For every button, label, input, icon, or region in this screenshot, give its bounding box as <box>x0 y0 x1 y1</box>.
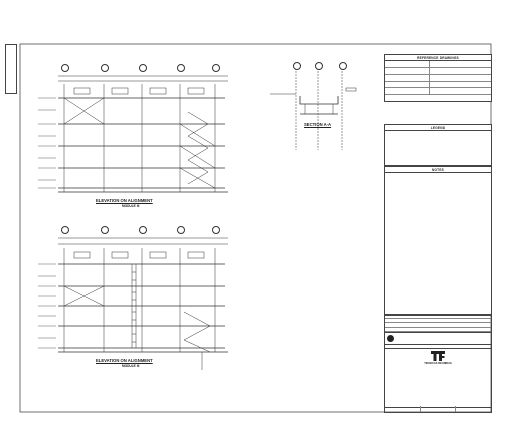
table-header <box>385 61 431 68</box>
elevation-top-frame <box>58 75 228 193</box>
revision-table <box>385 315 491 332</box>
table-row <box>385 87 491 96</box>
table-cell <box>385 318 412 324</box>
table-cell <box>411 327 438 332</box>
view-title-bottom: ELEVATION ON ALIGNMENT <box>96 358 153 363</box>
title-block: TECNICAS REUNIDAS <box>384 314 492 408</box>
section-a-a <box>270 68 357 150</box>
table-row <box>385 74 491 82</box>
grid-bubble <box>177 64 185 72</box>
table-cell <box>385 67 431 75</box>
table-cell <box>438 315 465 320</box>
table-cell <box>385 74 431 82</box>
grid-bubble <box>61 64 69 72</box>
legend-title: LEGEND <box>385 125 491 132</box>
table-cell <box>429 74 491 82</box>
table-row <box>385 318 491 324</box>
grid-bubble <box>212 226 220 234</box>
reference-drawings-title: REFERENCE DRAWINGS <box>385 55 491 62</box>
reference-drawings-table <box>385 61 491 96</box>
table-cell <box>429 81 491 89</box>
table-cell <box>385 87 431 96</box>
table-header <box>429 61 491 68</box>
table-cell <box>411 322 438 328</box>
grid-bubble <box>177 226 185 234</box>
client-logo-icon <box>387 334 394 342</box>
table-row <box>385 61 491 68</box>
table-cell <box>464 322 491 328</box>
view-subtitle-top: MODULE III <box>122 204 140 208</box>
table-cell <box>438 322 465 328</box>
elevation-bottom-frame <box>58 237 228 370</box>
table-cell <box>385 315 412 320</box>
contractor-logo-icon <box>431 351 445 362</box>
grid-bubble <box>61 226 69 234</box>
table-cell <box>438 327 465 332</box>
elevation-bottom-levels <box>38 263 56 349</box>
table-cell <box>385 327 412 332</box>
table-cell <box>411 315 438 320</box>
table-cell <box>411 318 438 324</box>
project-title <box>385 343 491 348</box>
table-row <box>385 81 491 89</box>
table-row <box>385 322 491 328</box>
view-title-section: SECTION A-A <box>304 122 332 127</box>
note-item <box>385 173 491 175</box>
grid-bubble <box>101 226 109 234</box>
margin-stamp <box>5 44 17 94</box>
table-row <box>385 315 491 320</box>
contractor-block: TECNICAS REUNIDAS <box>385 347 491 367</box>
strip-cell <box>421 406 457 412</box>
reference-drawings-panel: REFERENCE DRAWINGS <box>384 54 492 102</box>
drawing-number-strip <box>384 406 492 413</box>
contractor-name: TECNICAS REUNIDAS <box>424 362 452 366</box>
grid-bubble <box>101 64 109 72</box>
legend-item <box>385 135 491 136</box>
grid-bubble <box>339 62 347 70</box>
table-cell <box>464 318 491 324</box>
table-cell <box>385 81 431 89</box>
notes-panel: NOTES <box>384 166 492 316</box>
table-cell <box>464 315 491 320</box>
view-subtitle-bottom: MODULE III <box>122 364 140 368</box>
grid-bubble <box>293 62 301 70</box>
table-row <box>385 327 491 332</box>
strip-cell <box>456 406 491 412</box>
grid-bubble <box>212 64 220 72</box>
table-cell <box>429 87 491 96</box>
grid-bubble <box>139 64 147 72</box>
elevation-top-levels <box>38 97 56 189</box>
table-cell <box>429 67 491 75</box>
legend-panel: LEGEND <box>384 124 492 166</box>
view-title-top: ELEVATION ON ALIGNMENT <box>96 198 153 203</box>
table-cell <box>385 322 412 328</box>
table-row <box>385 67 491 75</box>
grid-bubble <box>315 62 323 70</box>
drawing-number <box>385 406 421 412</box>
client-block <box>385 331 491 344</box>
grid-bubble <box>139 226 147 234</box>
table-cell <box>464 327 491 332</box>
table-cell <box>438 318 465 324</box>
notes-title: NOTES <box>385 167 491 174</box>
